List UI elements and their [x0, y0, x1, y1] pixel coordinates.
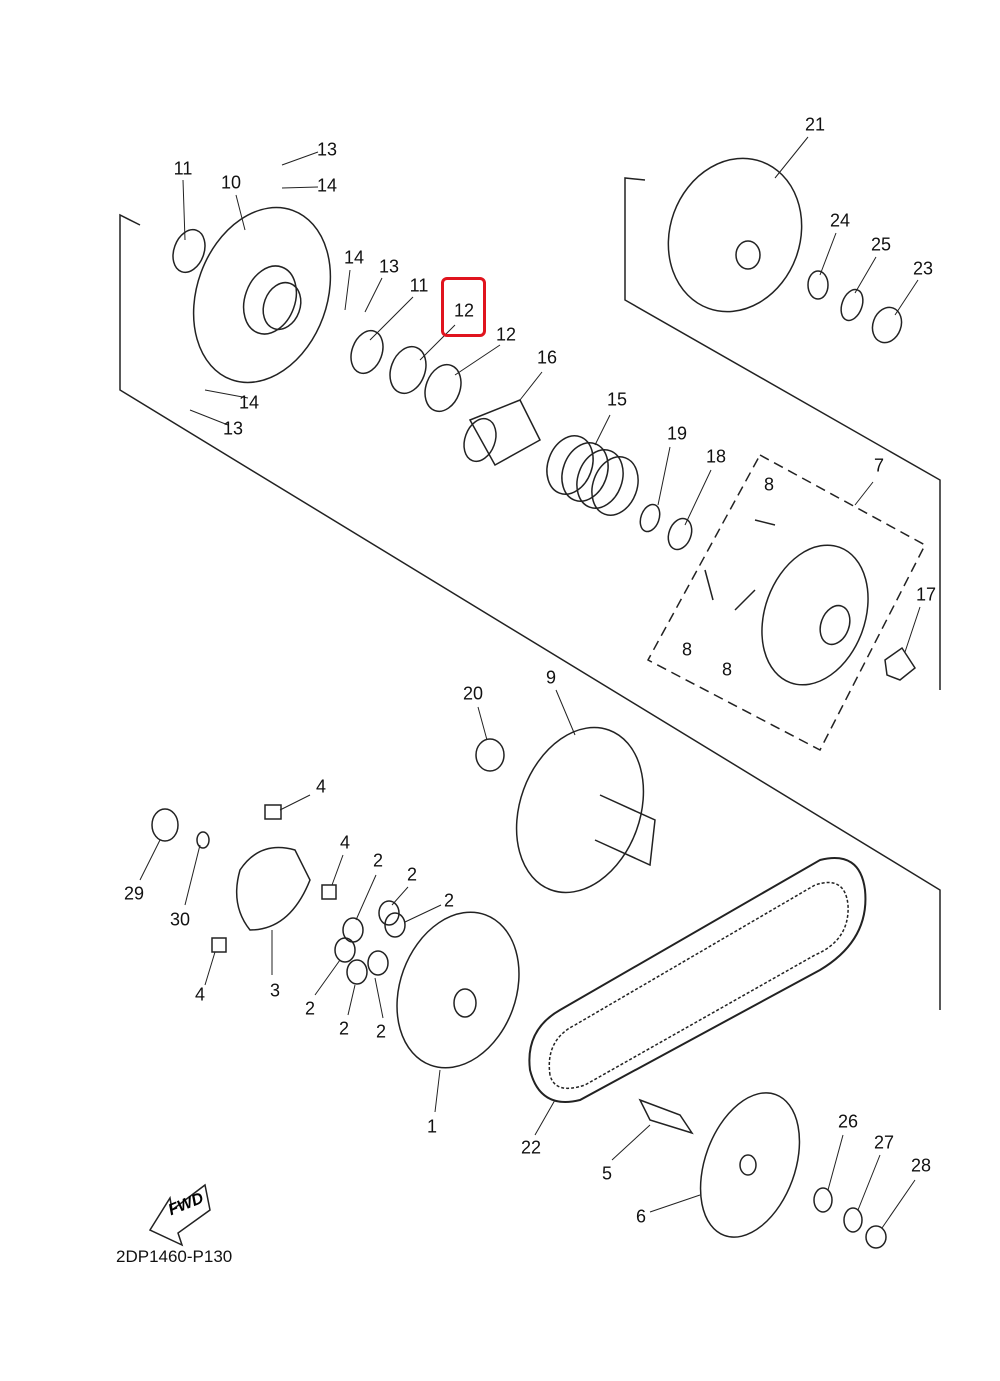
slider-4b: [321, 884, 337, 900]
callout-23[interactable]: 23: [912, 258, 934, 279]
callout-26[interactable]: 26: [837, 1111, 859, 1132]
circlip-19: [639, 503, 661, 533]
o-ring-12b: [424, 363, 462, 413]
callout-12[interactable]: 12: [495, 324, 517, 345]
secondary-fixed-sheave: [515, 726, 645, 894]
leader-lines: [139, 136, 921, 1229]
slider-4a: [264, 804, 282, 820]
clutch-housing-outline: [624, 177, 941, 690]
clutch-carrier: [761, 544, 869, 686]
clutch-housing: [667, 157, 803, 313]
oil-seal-11: [172, 228, 206, 274]
callout-30[interactable]: 30: [169, 909, 191, 930]
cam: [235, 846, 311, 931]
callout-6[interactable]: 6: [635, 1206, 647, 1227]
v-belt: [528, 857, 867, 1103]
callout-11[interactable]: 11: [173, 158, 193, 179]
washer-26: [813, 1187, 833, 1213]
callout-5[interactable]: 5: [601, 1163, 613, 1184]
callout-10[interactable]: 10: [220, 172, 242, 193]
highlight-box: [441, 277, 486, 337]
callout-16[interactable]: 16: [536, 347, 558, 368]
callout-24[interactable]: 24: [829, 210, 851, 231]
group-outline: [119, 213, 941, 1010]
diagram-code: 2DP1460-P130: [116, 1247, 233, 1266]
primary-sliding-sheave: [396, 911, 520, 1069]
nut-28: [865, 1225, 887, 1249]
bearing-18: [667, 517, 693, 551]
callout-21[interactable]: 21: [804, 114, 826, 135]
o-ring-12a: [389, 345, 427, 395]
callout-22[interactable]: 22: [520, 1137, 542, 1158]
bearing-20: [475, 738, 505, 772]
callout-12[interactable]: 12: [453, 300, 475, 321]
callout-2[interactable]: 2: [304, 998, 316, 1019]
slider-4c: [211, 937, 227, 953]
clutch-assembly-outline: [646, 453, 927, 752]
callout-8[interactable]: 8: [721, 659, 733, 680]
fixed-sheave-fan: [699, 1092, 801, 1238]
callout-3[interactable]: 3: [269, 980, 281, 1001]
callout-8[interactable]: 8: [763, 474, 775, 495]
callout-8[interactable]: 8: [681, 639, 693, 660]
callout-15[interactable]: 15: [606, 389, 628, 410]
oil-seal-11b: [350, 329, 384, 375]
callout-2[interactable]: 2: [375, 1021, 387, 1042]
callout-20[interactable]: 20: [462, 683, 484, 704]
callout-14[interactable]: 14: [238, 392, 260, 413]
callout-4[interactable]: 4: [339, 832, 351, 853]
collar: [468, 399, 541, 467]
washer-27: [843, 1207, 863, 1233]
callout-13[interactable]: 13: [316, 139, 338, 160]
callout-14[interactable]: 14: [316, 175, 338, 196]
fwd-arrow: [148, 1183, 211, 1247]
callout-28[interactable]: 28: [910, 1155, 932, 1176]
callout-2[interactable]: 2: [372, 850, 384, 871]
circlip-25: [840, 288, 864, 322]
oil-seal-29: [151, 808, 179, 842]
callout-17[interactable]: 17: [915, 584, 937, 605]
callout-2[interactable]: 2: [443, 890, 455, 911]
callout-25[interactable]: 25: [870, 234, 892, 255]
callout-27[interactable]: 27: [873, 1132, 895, 1153]
compression-spring: [546, 435, 639, 516]
callout-2[interactable]: 2: [338, 1018, 350, 1039]
callout-14[interactable]: 14: [343, 247, 365, 268]
washer-24: [807, 270, 829, 300]
collar-5: [638, 1098, 694, 1135]
clutch-springs: [704, 519, 776, 611]
callout-2[interactable]: 2: [406, 864, 418, 885]
callout-7[interactable]: 7: [873, 455, 885, 476]
bearing-23: [871, 306, 903, 344]
callout-4[interactable]: 4: [315, 776, 327, 797]
callout-4[interactable]: 4: [194, 984, 206, 1005]
callout-13[interactable]: 13: [378, 256, 400, 277]
callout-13[interactable]: 13: [222, 418, 244, 439]
nut-17: [884, 646, 916, 681]
callout-1[interactable]: 1: [426, 1116, 438, 1137]
callout-29[interactable]: 29: [123, 883, 145, 904]
weight-rollers: [334, 900, 406, 985]
callout-11[interactable]: 11: [409, 275, 429, 296]
secondary-sheave: [192, 206, 332, 384]
o-ring-30: [196, 831, 210, 849]
callout-19[interactable]: 19: [666, 423, 688, 444]
callout-18[interactable]: 18: [705, 446, 727, 467]
callout-9[interactable]: 9: [545, 667, 557, 688]
